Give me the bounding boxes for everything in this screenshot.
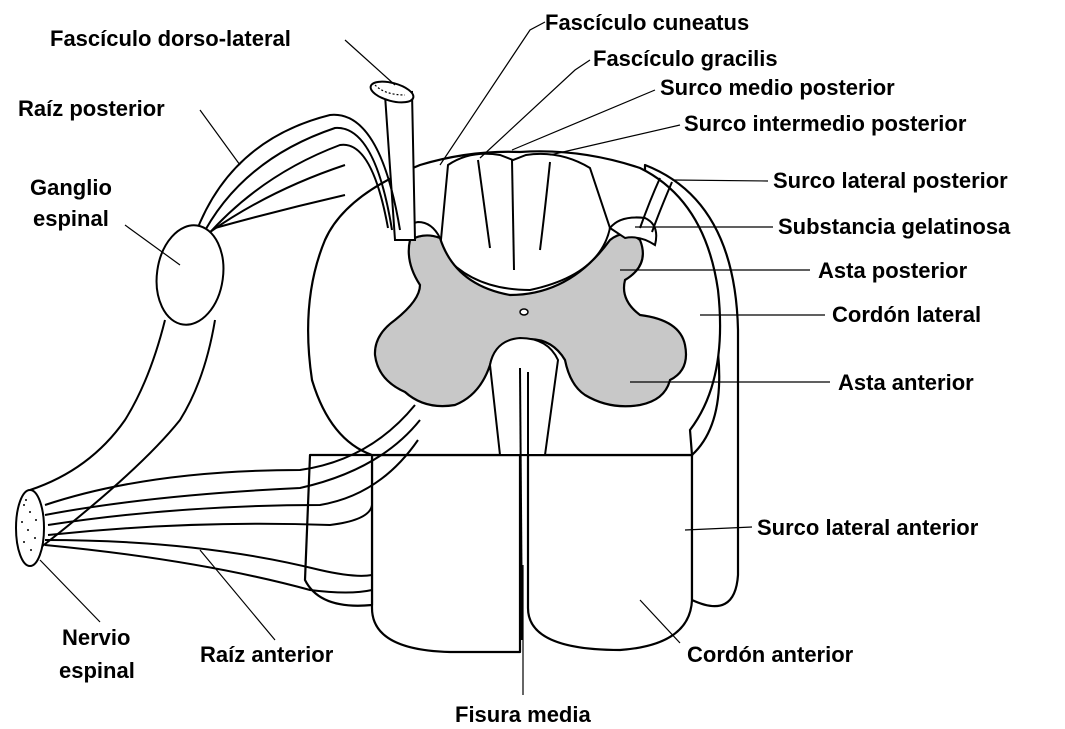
- label-substancia-gelatinosa: Substancia gelatinosa: [778, 214, 1011, 239]
- anterior-median-notch: [490, 338, 558, 455]
- leader-raiz-anterior: [200, 550, 275, 640]
- label-raiz-anterior: Raíz anterior: [200, 642, 334, 667]
- nervio-espinal-cut: [16, 490, 44, 566]
- leader-nervio-espinal: [40, 560, 100, 622]
- label-surco-intermedio-posterior: Surco intermedio posterior: [684, 111, 967, 136]
- label-fasciculo-gracilis: Fascículo gracilis: [593, 46, 778, 71]
- leader-raiz-posterior: [200, 110, 240, 165]
- ganglio-espinal: [150, 221, 229, 329]
- label-espinal-nervio: espinal: [59, 658, 135, 683]
- central-canal: [520, 309, 528, 315]
- anterior-cylinder-right: [528, 455, 692, 650]
- leader-surco-lateral-posterior: [672, 180, 768, 181]
- leader-surco-medio-posterior: [512, 90, 655, 150]
- label-cordon-anterior: Cordón anterior: [687, 642, 854, 667]
- leader-fasciculo-cuneatus: [440, 22, 545, 165]
- label-asta-posterior: Asta posterior: [818, 258, 968, 283]
- anterior-cylinder: [372, 455, 520, 652]
- label-cordon-lateral: Cordón lateral: [832, 302, 981, 327]
- label-nervio: Nervio: [62, 625, 130, 650]
- label-asta-anterior: Asta anterior: [838, 370, 974, 395]
- leader-fasciculo-gracilis: [480, 60, 590, 158]
- label-fisura-media: Fisura media: [455, 702, 591, 727]
- label-surco-lateral-anterior: Surco lateral anterior: [757, 515, 979, 540]
- label-ganglio: Ganglio: [30, 175, 112, 200]
- label-raiz-posterior: Raíz posterior: [18, 96, 165, 121]
- label-fasciculo-cuneatus: Fascículo cuneatus: [545, 10, 749, 35]
- label-fasciculo-dorso-lateral: Fascículo dorso-lateral: [50, 26, 291, 51]
- leader-surco-intermedio-posterior: [550, 125, 680, 155]
- leader-fasciculo-dorso-lateral: [345, 40, 395, 85]
- label-espinal-ganglio: espinal: [33, 206, 109, 231]
- label-surco-medio-posterior: Surco medio posterior: [660, 75, 895, 100]
- label-surco-lateral-posterior: Surco lateral posterior: [773, 168, 1008, 193]
